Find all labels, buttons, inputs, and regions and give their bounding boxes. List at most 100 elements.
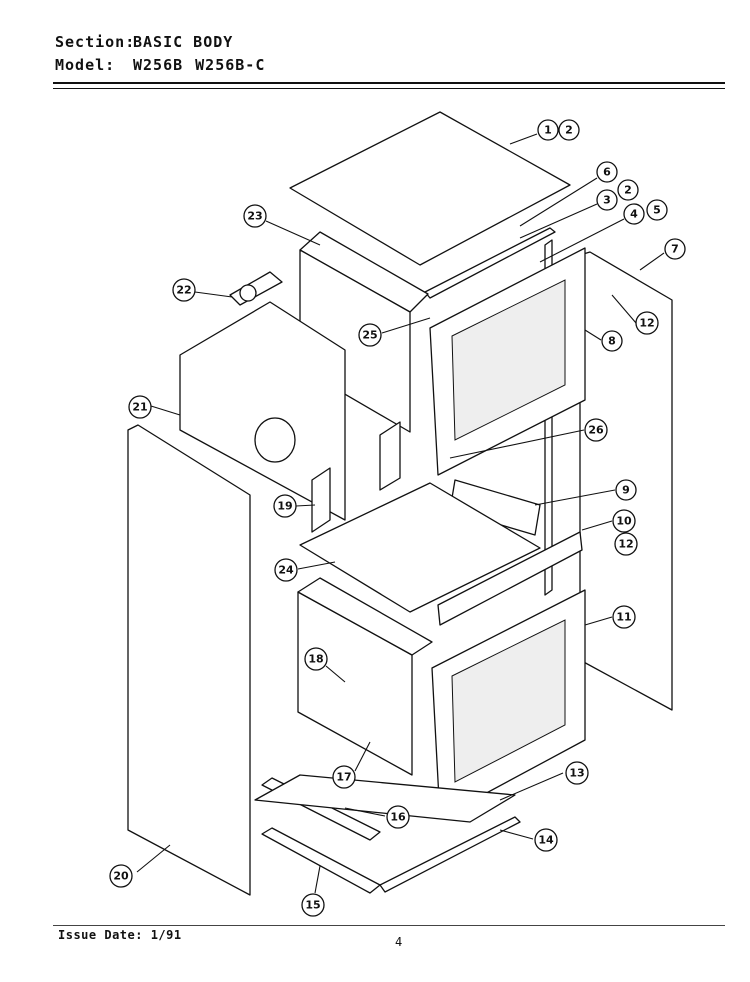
callout-label: 25 [362,329,377,342]
part-bracket-left [311,467,331,533]
leader-24 [297,561,336,570]
leader-19 [295,504,316,507]
callout-8: 8 [601,330,623,352]
callout-label: 21 [132,401,147,414]
section-key: Section: [55,33,136,51]
leader-25 [381,317,431,334]
callout-label: 11 [616,611,631,624]
callout-label: 22 [176,284,191,297]
callout-3: 3 [596,189,618,211]
part-upper-door-window [451,279,566,441]
callout-label: 12 [639,317,654,330]
callout-5: 5 [646,199,668,221]
issue-date: Issue Date: 1/91 [58,928,182,942]
callout-26: 26 [584,418,608,442]
leader-18 [325,665,346,683]
callout-label: 4 [630,208,638,221]
callout-label: 8 [608,335,616,348]
callout-1: 1 [537,119,559,141]
callout-18: 18 [304,647,328,671]
leader-22 [194,291,233,298]
leader-9 [534,489,616,506]
leader-7 [639,252,665,271]
callout-20: 20 [109,864,133,888]
callout-22: 22 [172,278,196,302]
leader-17 [354,741,371,772]
callout-9: 9 [615,479,637,501]
header-rule-top [53,82,725,84]
callout-23: 23 [243,204,267,228]
callout-13: 13 [565,761,589,785]
part-top-panel [289,111,571,266]
page-number: 4 [395,935,403,949]
model-2: W256B-C [195,56,266,74]
leader-11 [584,616,613,626]
section-value: BASIC BODY [133,33,234,51]
leader-15 [314,865,321,894]
callout-15: 15 [301,893,325,917]
callout-label: 5 [653,204,661,217]
callout-label: 20 [113,870,129,883]
leader-4 [539,218,625,263]
part-rear-vent-hole [254,417,296,463]
part-vent-fan [239,284,257,302]
part-middle-panel [299,482,541,613]
callout-label: 26 [588,424,604,437]
section-heading: Section:BASIC BODY [55,33,245,51]
callout-label: 15 [305,899,320,912]
leader-3 [519,203,598,239]
part-bracket-right [379,421,401,491]
callout-label: 14 [538,834,554,847]
callout-label: 16 [390,811,406,824]
leader-14 [499,829,534,840]
callout-label: 10 [616,515,632,528]
callout-7: 7 [664,238,686,260]
leader-12a [611,294,637,324]
leader-6 [519,177,598,227]
part-vent-assembly [229,271,283,306]
callout-2a: 2 [558,119,580,141]
header-rule-bottom [53,88,725,89]
leader-21 [150,405,181,416]
leader-23 [265,220,321,246]
callout-label: 2 [565,124,573,137]
callout-17: 17 [332,765,356,789]
part-bottom-rail [261,827,381,894]
footer-rule [53,925,725,926]
callout-label: 13 [569,767,584,780]
callout-12b: 12 [614,532,638,556]
callout-label: 6 [603,166,611,179]
callout-label: 2 [624,184,632,197]
leader-1 [509,133,538,145]
leader-13 [499,772,564,801]
callout-2b: 2 [617,179,639,201]
callout-label: 19 [277,500,292,513]
callout-label: 7 [671,243,679,256]
callout-label: 18 [308,653,323,666]
callout-label: 3 [603,194,611,207]
callout-24: 24 [274,558,298,582]
callout-label: 17 [336,771,351,784]
callout-25: 25 [358,323,382,347]
callout-label: 23 [247,210,262,223]
model-key: Model: [55,56,116,74]
callout-label: 24 [278,564,294,577]
callout-4: 4 [623,203,645,225]
callout-10: 10 [612,509,636,533]
exploded-parts-diagram: 1 2 6 2 3 4 5 7 23 22 12 25 8 21 26 9 19… [109,111,686,917]
leader-20 [136,844,171,873]
part-lower-door-window [451,619,566,783]
leader-26 [449,429,585,459]
leader-10 [581,520,613,531]
callout-19: 19 [273,494,297,518]
callout-14: 14 [534,828,558,852]
callout-11: 11 [612,605,636,629]
part-top-trim [424,227,556,299]
callout-12a: 12 [635,311,659,335]
leader-8 [584,329,602,341]
callout-label: 1 [544,124,552,137]
callout-16: 16 [386,805,410,829]
callout-6: 6 [596,161,618,183]
part-rear-panel [179,301,346,521]
callout-21: 21 [128,395,152,419]
